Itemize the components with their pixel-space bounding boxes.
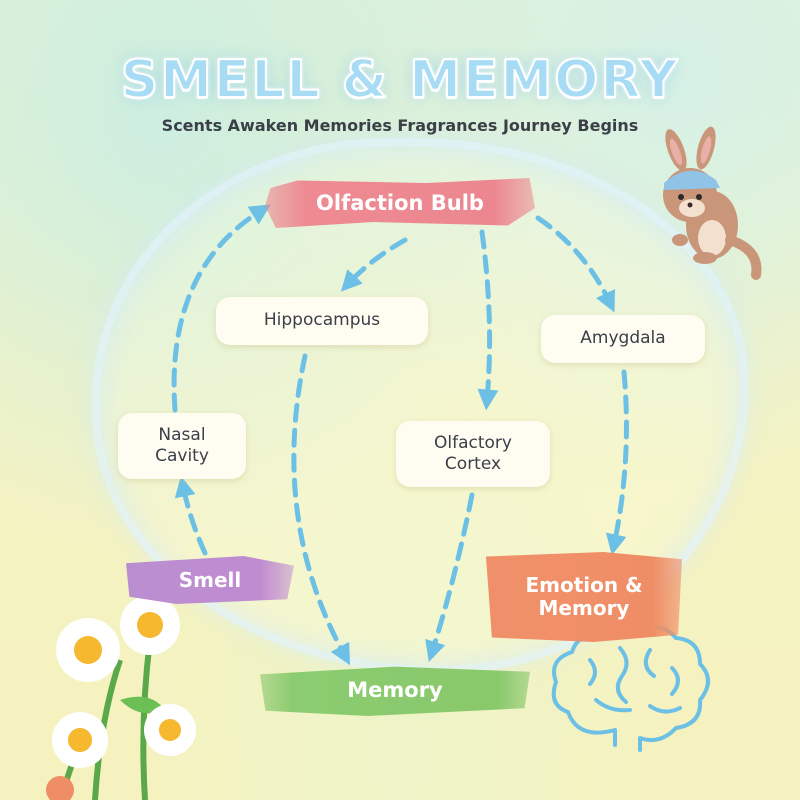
node-smell: Smell bbox=[126, 556, 294, 604]
arrow-bulb-to-amygdala bbox=[535, 215, 616, 313]
page-title: SMELL & MEMORY bbox=[120, 49, 680, 111]
node-amygdala: Amygdala bbox=[541, 315, 705, 363]
page-subtitle: Scents Awaken Memories Fragrances Journe… bbox=[161, 116, 639, 135]
node-memory: Memory bbox=[260, 666, 530, 716]
arrow-bulb-to-cortex bbox=[477, 229, 499, 411]
daisy-flowers bbox=[46, 595, 196, 800]
brain-icon bbox=[551, 623, 710, 752]
arrow-hippocampus-to-memory bbox=[291, 353, 351, 666]
node-emotion-memory: Emotion & Memory bbox=[486, 552, 682, 642]
node-hippocampus: Hippocampus bbox=[216, 297, 428, 345]
arrow-smell-to-nasal bbox=[174, 475, 208, 556]
arrow-amygdala-to-emotion bbox=[605, 369, 629, 556]
node-nasal-cavity: Nasal Cavity bbox=[118, 413, 246, 479]
arrow-cortex-to-memory bbox=[425, 492, 475, 663]
arrow-bulb-to-hippocampus bbox=[340, 237, 408, 292]
kangaroo-mascot bbox=[663, 126, 762, 280]
node-olfactory-cortex: Olfactory Cortex bbox=[396, 421, 550, 487]
arrow-nasal-to-bulb bbox=[171, 204, 271, 413]
node-olfaction-bulb: Olfaction Bulb bbox=[265, 178, 535, 228]
